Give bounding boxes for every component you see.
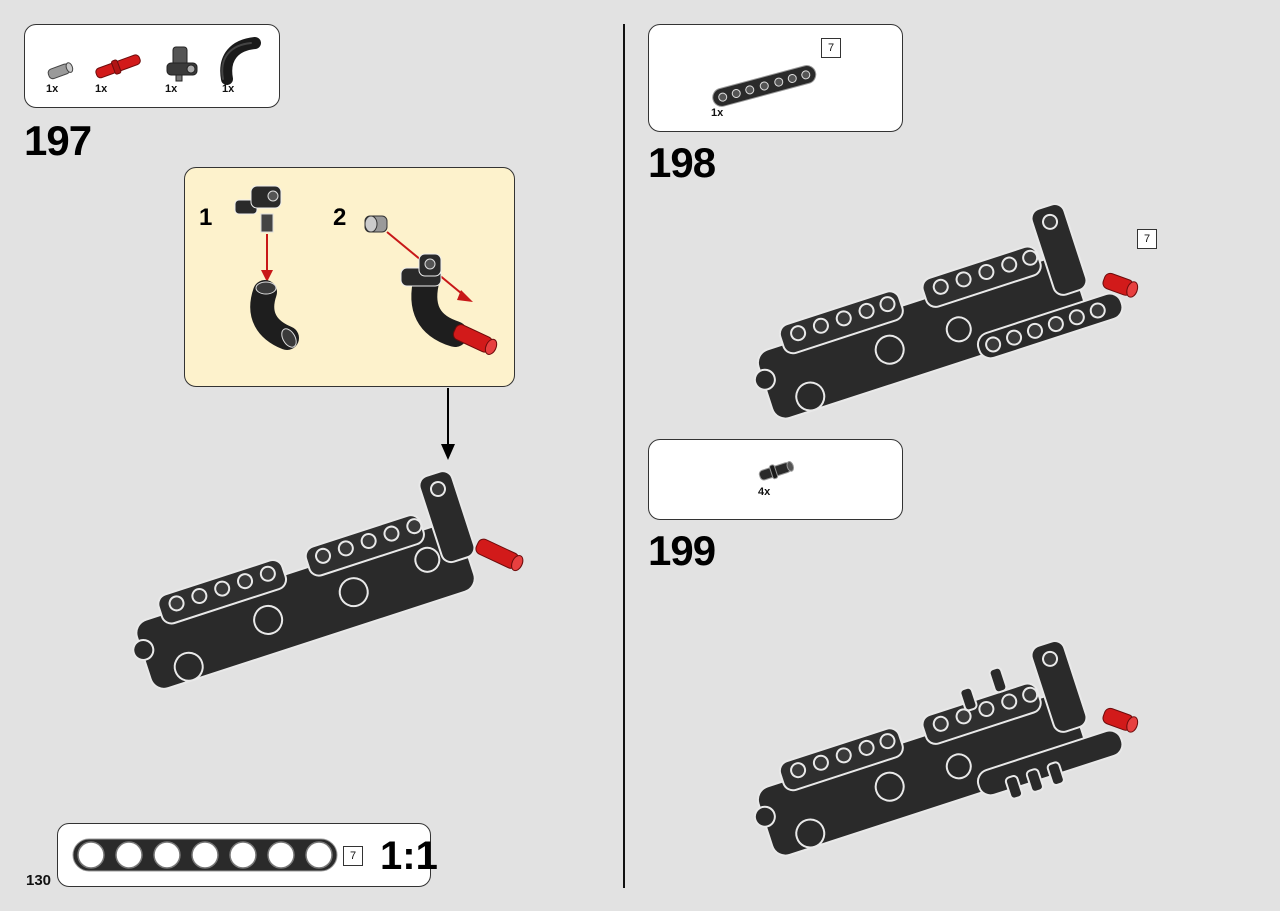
model-step-197 <box>132 470 524 690</box>
model-step-199 <box>753 640 1139 857</box>
model-step-198 <box>753 203 1139 420</box>
substep-2-illustration <box>364 215 498 355</box>
parts-list-199: 4x <box>648 439 903 520</box>
step-number: 197 <box>24 117 92 164</box>
beam-7-icon <box>712 65 817 107</box>
part-qty: 1x <box>222 83 235 95</box>
scale-ruler: 7 1:1 <box>57 823 438 887</box>
parts-list-197: 1x 1x 1x 1x <box>24 24 280 108</box>
callout-length-tag: 7 <box>1137 229 1157 249</box>
page-number: 130 <box>26 872 52 889</box>
part-qty: 1x <box>165 83 178 95</box>
axle-connector-angled-icon <box>166 46 198 82</box>
substep-1-illustration <box>234 185 299 350</box>
length-tag: 7 <box>821 38 841 58</box>
pin-black-icon <box>758 461 795 481</box>
step-number: 199 <box>648 527 716 574</box>
axle-pin-red-icon <box>95 54 141 79</box>
length-tag: 7 <box>343 846 363 866</box>
curved-beam-icon <box>220 37 261 85</box>
page-divider <box>623 24 625 888</box>
down-arrow <box>441 388 455 460</box>
beam-7-ruler-icon <box>72 838 338 872</box>
part-qty: 4x <box>758 486 771 498</box>
scale-label: 1:1 <box>380 834 438 878</box>
substep-callout: 1 2 <box>184 167 515 387</box>
part-qty: 1x <box>711 107 724 119</box>
substep-number: 2 <box>333 204 347 231</box>
part-qty: 1x <box>46 83 59 95</box>
substep-number: 1 <box>199 204 213 231</box>
part-qty: 1x <box>95 83 108 95</box>
pin-gray-icon <box>47 62 74 80</box>
parts-list-198: 7 1x <box>648 24 903 132</box>
step-number: 198 <box>648 139 716 186</box>
